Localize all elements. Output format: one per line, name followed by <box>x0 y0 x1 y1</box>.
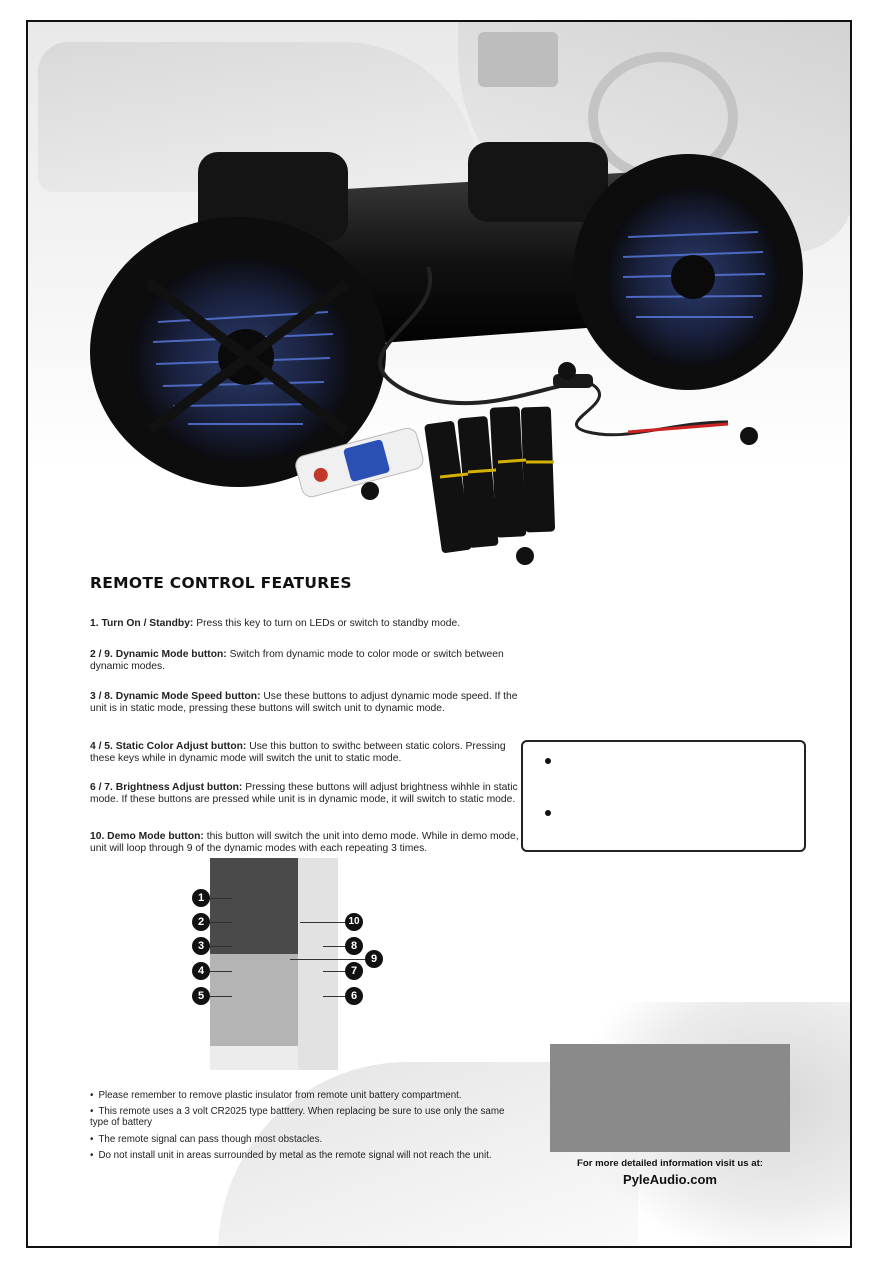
feature-4-5-label: 4 / 5. Static Color Adjust button: <box>90 741 247 752</box>
feature-10-label: 10. Demo Mode button: <box>90 831 204 842</box>
diagram-number-6: 6 <box>345 987 363 1005</box>
diagram-number-10: 10 <box>345 913 363 931</box>
product-illustration <box>90 142 803 553</box>
feature-6-7-label: 6 / 7. Brightness Adjust button: <box>90 782 243 793</box>
feature-2-9: 2 / 9. Dynamic Mode button: Switch from … <box>90 649 522 672</box>
leader-line-10 <box>300 922 345 923</box>
marker-straps <box>516 547 534 565</box>
feature-6-7-text: Pressing these buttons will adjust brigh… <box>90 782 518 805</box>
feature-1-label: 1. Turn On / Standby: <box>90 618 194 629</box>
marker-remote <box>361 482 379 500</box>
feature-1-text: Press this key to turn on LEDs or switch… <box>193 618 461 629</box>
marker-power-wire <box>740 427 758 445</box>
leader-line-6 <box>323 996 345 997</box>
diagram-number-3: 3 <box>192 937 210 955</box>
feature-2-9-text: Switch from dynamic mode to color mode o… <box>90 649 504 672</box>
marker-cable <box>558 362 576 380</box>
leader-line-8 <box>323 946 345 947</box>
feature-3-8: 3 / 8. Dynamic Mode Speed button: Use th… <box>90 691 522 714</box>
leader-line-4 <box>210 971 232 972</box>
website-url[interactable]: PyleAudio.com <box>623 1172 717 1187</box>
note-item: Please remember to remove plastic insula… <box>90 1090 520 1101</box>
diagram-number-4: 4 <box>192 962 210 980</box>
feature-2-9-label: 2 / 9. Dynamic Mode button: <box>90 649 227 660</box>
leader-line-2 <box>210 922 232 923</box>
leader-line-9 <box>290 959 365 960</box>
remote-features-title: REMOTE CONTROL FEATURES <box>90 574 352 592</box>
leader-line-1 <box>210 898 232 899</box>
dashboard-screen-image <box>478 32 558 87</box>
feature-1: 1. Turn On / Standby: Press this key to … <box>90 618 522 630</box>
feature-6-7: 6 / 7. Brightness Adjust button: Pressin… <box>90 782 522 805</box>
diagram-number-9: 9 <box>365 950 383 968</box>
remote-dark-panel <box>210 858 298 954</box>
diagram-number-1: 1 <box>192 889 210 907</box>
feature-10: 10. Demo Mode button: this button will s… <box>90 831 522 854</box>
callout-box <box>521 740 806 852</box>
feature-4-5-text: Use this button to swithc between static… <box>90 741 506 764</box>
remote-bottom-panel <box>210 1046 298 1070</box>
note-item: This remote uses a 3 volt CR2025 type ba… <box>90 1106 520 1128</box>
page-frame: REMOTE CONTROL FEATURES 1. Turn On / Sta… <box>26 20 852 1248</box>
battery-notes: Please remember to remove plastic insula… <box>90 1090 520 1166</box>
leader-line-3 <box>210 946 232 947</box>
diagram-number-8: 8 <box>345 937 363 955</box>
remote-right-strip <box>298 858 338 1070</box>
feature-3-8-label: 3 / 8. Dynamic Mode Speed button: <box>90 691 261 702</box>
leader-line-7 <box>323 971 345 972</box>
remote-mid-panel <box>210 954 298 1046</box>
note-item: The remote signal can pass though most o… <box>90 1134 520 1145</box>
note-item: Do not install unit in areas surrounded … <box>90 1150 520 1161</box>
feature-4-5: 4 / 5. Static Color Adjust button: Use t… <box>90 741 522 764</box>
diagram-number-7: 7 <box>345 962 363 980</box>
remote-diagram <box>210 858 338 1070</box>
leader-line-5 <box>210 996 232 997</box>
diagram-number-2: 2 <box>192 913 210 931</box>
diagram-number-5: 5 <box>192 987 210 1005</box>
feature-10-text: this button will switch the unit into de… <box>90 831 519 854</box>
footer-image-placeholder <box>550 1044 790 1152</box>
more-info-text: For more detailed information visit us a… <box>576 1158 764 1169</box>
callout-bullet-1 <box>545 758 551 764</box>
feature-3-8-text: Use these buttons to adjust dynamic mode… <box>90 691 518 714</box>
callout-bullet-2 <box>545 810 551 816</box>
